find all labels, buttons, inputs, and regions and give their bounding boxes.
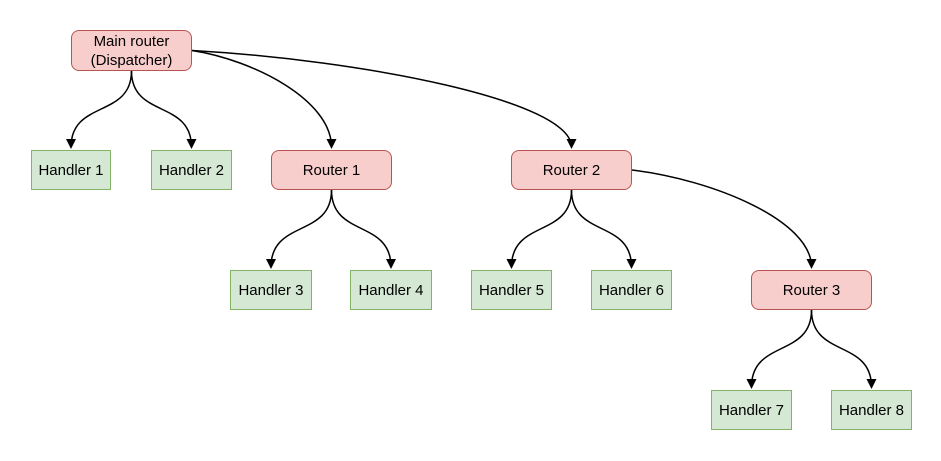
node-handler-6: Handler 6 <box>591 270 672 310</box>
node-handler-5: Handler 5 <box>471 270 552 310</box>
edge-main-router-to-handler-2 <box>130 70 197 149</box>
node-label: Handler 5 <box>478 281 545 299</box>
node-label: (Dispatcher) <box>90 51 173 69</box>
node-handler-7: Handler 7 <box>711 390 792 430</box>
node-handler-8: Handler 8 <box>831 390 912 430</box>
node-label: Router 1 <box>302 161 361 179</box>
node-label: Handler 3 <box>238 281 304 299</box>
edge-main-router-to-handler-1 <box>66 70 133 149</box>
edge-router-3-to-handler-7 <box>746 309 813 389</box>
edge-router-2-to-handler-6 <box>570 189 637 269</box>
node-router-1: Router 1 <box>271 150 392 190</box>
node-router-2: Router 2 <box>511 150 632 190</box>
edge-router-2-to-handler-5 <box>506 189 573 269</box>
node-label: Handler 2 <box>158 161 225 179</box>
node-handler-2: Handler 2 <box>151 150 232 190</box>
node-handler-1: Handler 1 <box>31 150 111 190</box>
node-label: Main router <box>93 32 170 50</box>
edge-router-2-to-router-3 <box>631 169 817 269</box>
node-router-3: Router 3 <box>751 270 872 310</box>
node-handler-3: Handler 3 <box>230 270 312 310</box>
edge-router-1-to-handler-3 <box>266 189 333 269</box>
edge-main-router-to-router-2 <box>191 49 577 149</box>
node-label: Router 3 <box>782 281 841 299</box>
edge-main-router-to-router-1 <box>191 49 337 149</box>
node-label: Handler 1 <box>38 161 104 179</box>
node-label: Handler 7 <box>718 401 785 419</box>
node-label: Handler 4 <box>358 281 424 299</box>
node-label: Handler 8 <box>838 401 905 419</box>
node-handler-4: Handler 4 <box>350 270 432 310</box>
node-main-router: Main router(Dispatcher) <box>71 30 192 71</box>
edge-router-1-to-handler-4 <box>330 189 396 269</box>
edge-router-3-to-handler-8 <box>810 309 877 389</box>
node-label: Handler 6 <box>598 281 665 299</box>
node-label: Router 2 <box>542 161 601 179</box>
